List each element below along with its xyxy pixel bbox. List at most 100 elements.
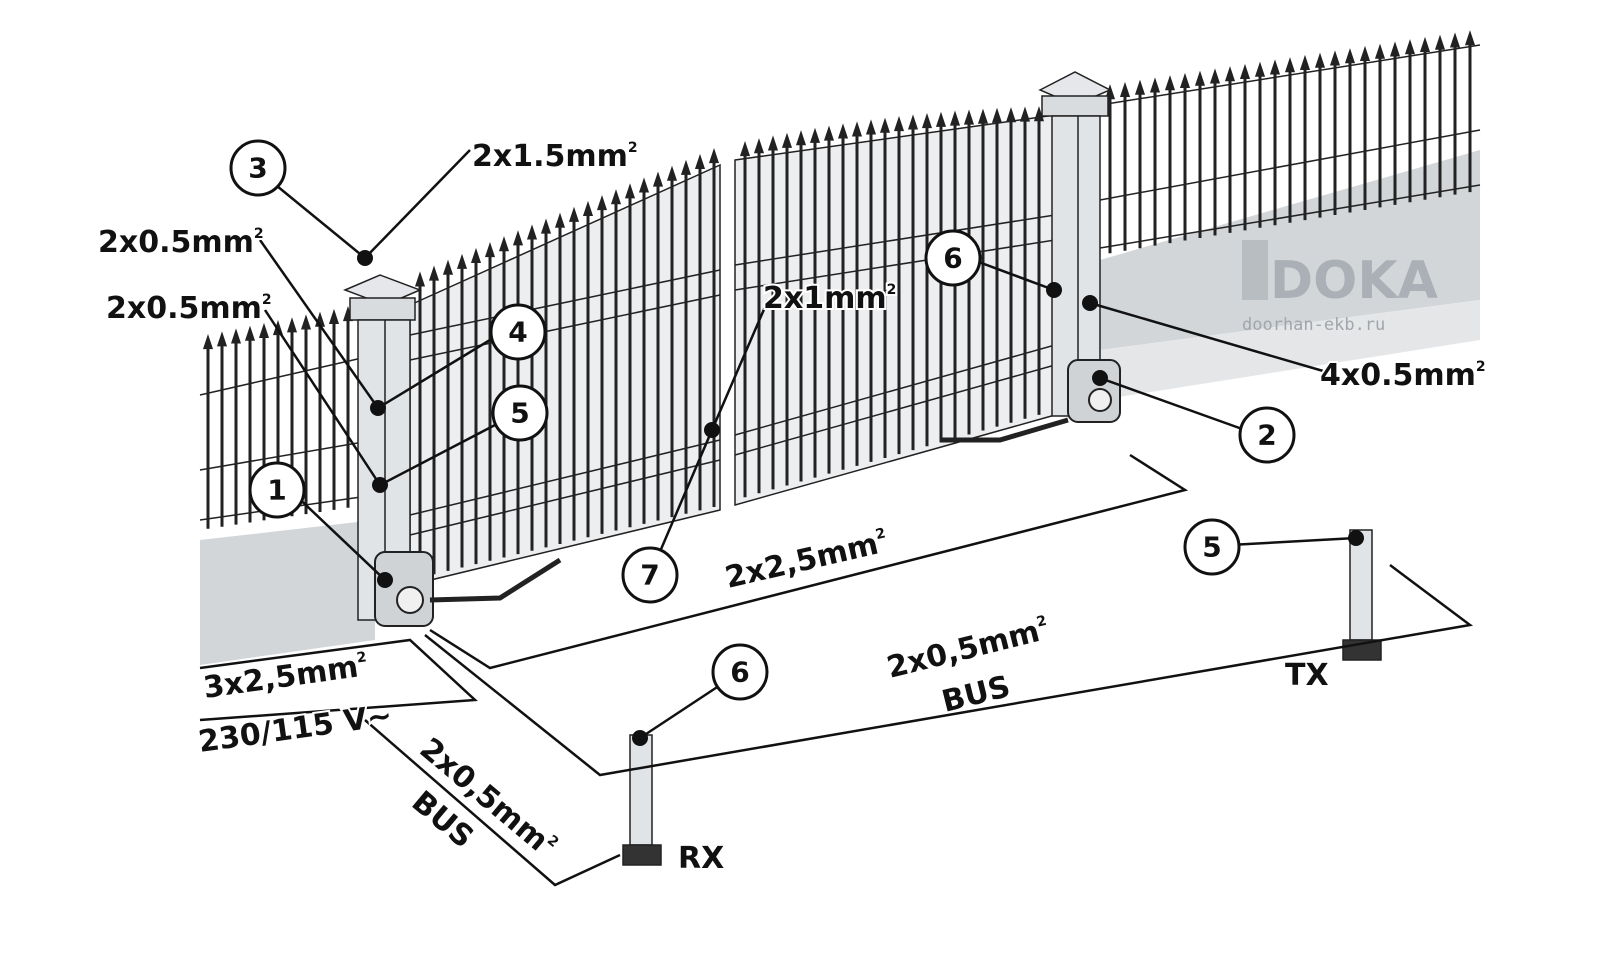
fence-spike	[991, 107, 1003, 123]
cable-label-2x1.5: 2x1.5mm2	[472, 139, 638, 174]
cable-label-2x0.5-b: 2x0.5mm2	[106, 291, 272, 326]
svg-text:1: 1	[267, 474, 286, 507]
callout-5-left: 5	[491, 384, 549, 442]
fence-spike	[1389, 41, 1401, 57]
fence-spike	[1344, 48, 1356, 64]
fence-spike	[879, 117, 891, 133]
fence-spike	[1019, 106, 1031, 122]
callout-4: 4	[489, 303, 547, 361]
svg-text:6: 6	[730, 656, 749, 689]
fence-spike	[1194, 70, 1206, 86]
fence-spike	[300, 314, 312, 330]
fence-spike	[484, 242, 496, 258]
photocell-rx-post	[622, 734, 662, 866]
cable-label-bus-main: 2x0,5mm2	[883, 612, 1052, 686]
fence-spike	[568, 206, 580, 222]
fence-spike	[512, 230, 524, 246]
cable-label-4x0.5: 4x0.5mm2	[1320, 358, 1486, 393]
dot-motor-left	[377, 572, 393, 588]
callout-3: 3	[229, 139, 287, 197]
fence-spike	[258, 322, 270, 338]
fence-spike	[893, 115, 905, 132]
tx-label: TX	[1285, 658, 1329, 693]
connection-dots	[357, 250, 1364, 746]
fence-spike	[582, 200, 594, 216]
fence-spike	[1284, 57, 1296, 73]
svg-text:6: 6	[943, 242, 962, 275]
fence-spike	[781, 132, 793, 148]
fence-spike	[1005, 107, 1017, 123]
callout-6-bottom: 6	[711, 643, 769, 701]
dot-key-switch	[370, 400, 386, 416]
callout-2: 2	[1238, 406, 1296, 464]
fence-spike	[638, 177, 650, 193]
fence-spike	[456, 253, 468, 269]
fence-spike	[216, 331, 228, 347]
fence-spike	[1419, 36, 1431, 52]
fence-spike	[554, 212, 566, 228]
svg-text:5: 5	[1202, 531, 1221, 564]
dot-lamp	[357, 250, 373, 266]
brand-logo: DOKA doorhan-ekb.ru	[1242, 240, 1438, 335]
fence-spike	[1254, 61, 1266, 77]
fence-spike	[708, 147, 720, 164]
fence-spike	[949, 110, 961, 126]
fence-spike	[244, 325, 256, 341]
callout-5-right: 5	[1183, 518, 1241, 576]
dot-edge	[704, 422, 720, 438]
fence-spike	[1269, 59, 1281, 75]
right-fence	[1099, 30, 1481, 254]
fence-spike	[1359, 45, 1371, 61]
fence-spike	[1149, 77, 1161, 93]
fence-spike	[809, 127, 821, 143]
callout-1: 1	[248, 461, 306, 519]
svg-text:doorhan-ekb.ru: doorhan-ekb.ru	[1242, 315, 1385, 335]
fence-spike	[753, 138, 765, 154]
fence-spike	[442, 259, 454, 275]
dot-photocell-left	[372, 477, 388, 493]
fence-spike	[921, 113, 933, 129]
fence-spike	[1239, 63, 1251, 79]
fence-spike	[837, 123, 849, 139]
fence-spike	[328, 308, 340, 324]
dot-tx	[1348, 530, 1364, 546]
fence-spike	[652, 171, 664, 187]
fence-spike	[977, 108, 989, 124]
cable-label-2x0.5-a: 2x0.5mm2	[98, 225, 264, 260]
fence-spike	[1374, 43, 1386, 59]
fence-spike	[666, 165, 678, 181]
fence-spike	[610, 189, 622, 205]
fence-spike	[1119, 81, 1131, 97]
fence-spike	[907, 114, 919, 130]
fence-spike	[680, 159, 692, 175]
fence-spike	[1464, 30, 1476, 46]
fence-spike	[1299, 54, 1311, 70]
fence-spike	[540, 218, 552, 234]
svg-text:4: 4	[508, 316, 527, 349]
fence-spike	[865, 119, 877, 135]
fence-spike	[1179, 72, 1191, 88]
cable-label-2x2.5: 2x2,5mm2	[722, 524, 891, 595]
cable-routes	[199, 453, 1474, 887]
fence-spike	[1434, 34, 1446, 50]
fence-spike	[1329, 50, 1341, 66]
fence-spike	[1314, 52, 1326, 68]
fence-spike	[1449, 32, 1461, 48]
fence-spike	[470, 247, 482, 264]
fence-spike	[286, 317, 298, 333]
cable-label-2x1: 2x1mm2	[763, 281, 896, 316]
dot-pillar-right	[1046, 282, 1062, 298]
rx-label: RX	[678, 841, 724, 876]
fence-spike	[767, 135, 779, 151]
fence-spike	[1224, 66, 1236, 82]
svg-text:2: 2	[1257, 419, 1276, 452]
callout-6-right: 6	[924, 229, 982, 287]
fence-spike	[823, 125, 835, 141]
fence-spike	[1134, 79, 1146, 95]
fence-spike	[428, 265, 440, 281]
svg-text:7: 7	[640, 559, 659, 592]
callout-7: 7	[621, 546, 679, 604]
gate-leaves	[409, 106, 1056, 586]
cable-label-bus-main-sub: BUS	[938, 669, 1013, 720]
